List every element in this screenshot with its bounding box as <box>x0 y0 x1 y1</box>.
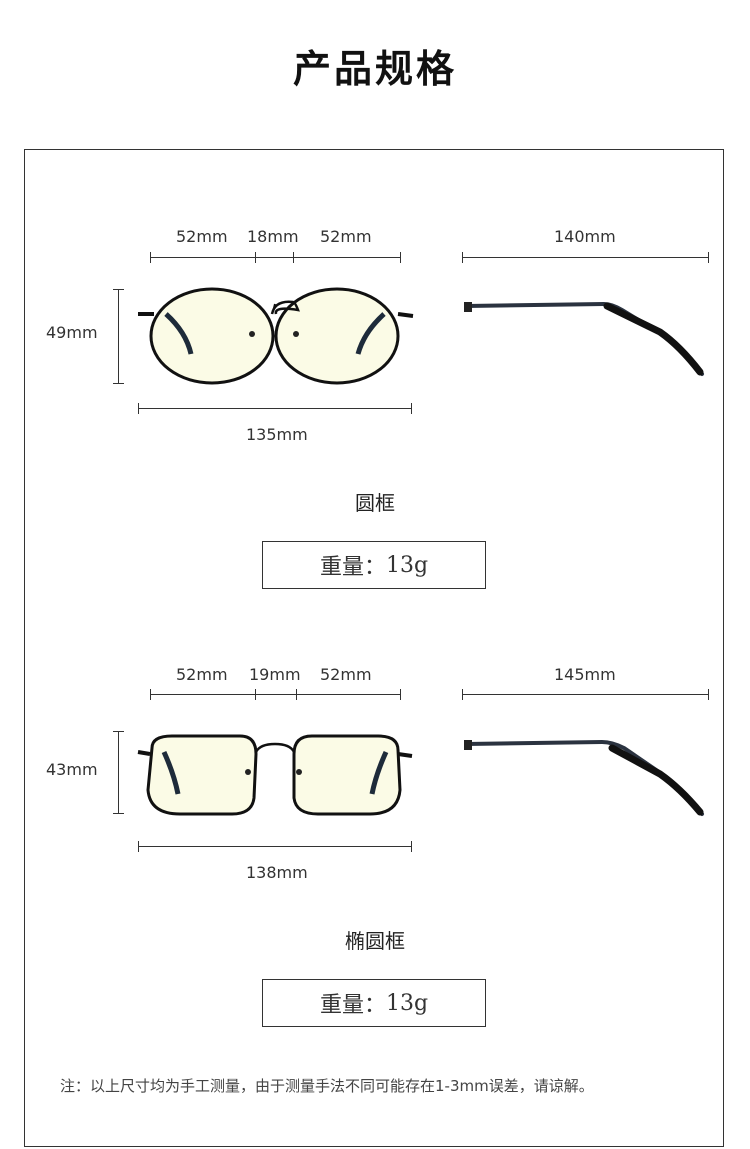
lens-width-right-label: 52mm <box>320 665 372 684</box>
page-title: 产品规格 <box>292 47 457 91</box>
dim-tick <box>708 689 709 700</box>
lens-dim-line <box>150 257 401 258</box>
bridge-width-label: 19mm <box>249 665 301 684</box>
dim-tick <box>400 689 401 700</box>
weight-value: 13g <box>385 990 429 1016</box>
dim-tick <box>113 289 124 290</box>
weight-label: 重量： <box>319 993 386 1018</box>
dim-tick <box>255 689 256 700</box>
dim-tick <box>411 403 412 414</box>
height-dim-line <box>118 731 119 814</box>
dim-tick <box>708 252 709 263</box>
weight-box: 重量： 13g <box>262 979 486 1027</box>
style-name: 椭圆框 <box>345 929 405 953</box>
dim-tick <box>400 252 401 263</box>
dim-tick <box>113 813 124 814</box>
round-glasses-front-image <box>138 287 414 385</box>
frame-width-dim-line <box>138 408 412 409</box>
height-dim-line <box>118 289 119 384</box>
lens-height-label: 43mm <box>46 760 98 779</box>
bridge-width-label: 18mm <box>247 227 299 246</box>
lens-height-label: 49mm <box>46 323 98 342</box>
measurement-note: 注：以上尺寸均为手工测量，由于测量手法不同可能存在1-3mm误差，请谅解。 <box>60 1077 594 1095</box>
lens-width-label: 52mm <box>176 227 228 246</box>
dim-tick <box>113 731 124 732</box>
dim-tick <box>255 252 256 263</box>
weight-value: 13g <box>385 552 429 578</box>
lens-dim-line <box>150 694 401 695</box>
dim-tick <box>138 403 139 414</box>
dim-tick <box>296 689 297 700</box>
frame-width-label: 138mm <box>246 863 308 882</box>
dim-tick <box>462 252 463 263</box>
weight-label: 重量： <box>319 555 386 580</box>
frame-width-dim-line <box>138 846 412 847</box>
lens-width-right-label: 52mm <box>320 227 372 246</box>
dim-tick <box>113 383 124 384</box>
temple-length-label: 140mm <box>554 227 616 246</box>
round-temple-side-image <box>464 301 704 376</box>
temple-length-label: 145mm <box>554 665 616 684</box>
dim-tick <box>411 841 412 852</box>
dim-tick <box>150 689 151 700</box>
temple-dim-line <box>462 257 709 258</box>
dim-tick <box>462 689 463 700</box>
dim-tick <box>138 841 139 852</box>
dim-tick <box>293 252 294 263</box>
oval-glasses-front-image <box>137 734 413 816</box>
temple-dim-line <box>462 694 709 695</box>
frame-width-label: 135mm <box>246 425 308 444</box>
weight-box: 重量： 13g <box>262 541 486 589</box>
spec-frame <box>24 149 724 1147</box>
oval-temple-side-image <box>464 739 704 816</box>
style-name: 圆框 <box>355 491 395 515</box>
dim-tick <box>150 252 151 263</box>
lens-width-label: 52mm <box>176 665 228 684</box>
